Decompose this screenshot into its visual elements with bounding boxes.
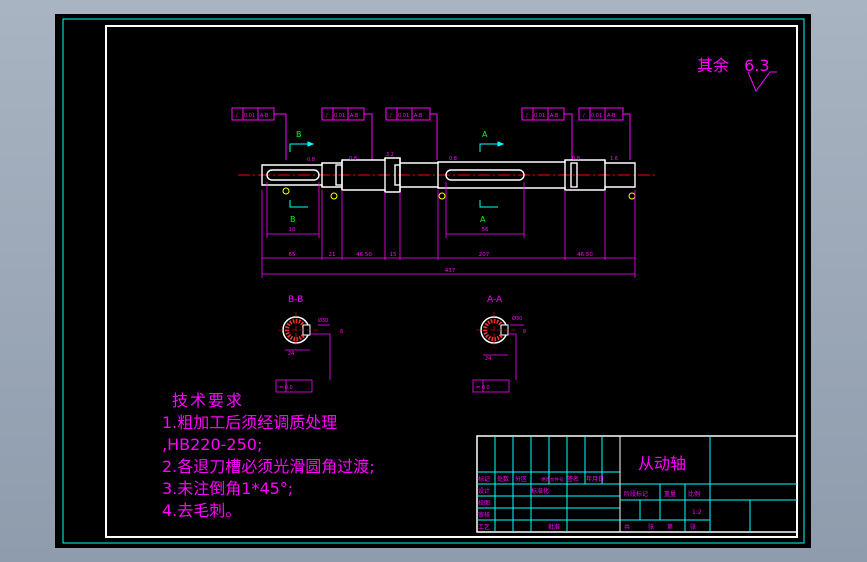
small-dims: 0.8 0.8 3.2 0.8 0.8 1.6 [307, 152, 618, 163]
tolerance-frames [231, 107, 631, 160]
section-view-b: B-B 24 8 Ø30 = 0.0 [275, 295, 343, 393]
tolerance-text: / 0.01 A-B / 0.01 A-B / 0.01 A-B / 0.01 … [236, 113, 616, 119]
title-block-text: 标记 处数 分区 更改文件号 签名 年月日 设计 校图 审核 工艺 标准化 批准… [478, 475, 702, 531]
section-frame: = 0.0 [279, 385, 293, 391]
small-dim: 1.6 [610, 156, 618, 162]
tol-datum: A-B [414, 113, 423, 119]
dimension-lines [261, 182, 636, 278]
notes-heading: 技术要求 [172, 391, 245, 410]
tb-row1-0: 标记 [478, 475, 490, 483]
dim-seg-2: 21 [329, 252, 336, 258]
section-dim-dia: Ø30 [512, 315, 522, 322]
tol-datum: A-B [260, 113, 269, 119]
tb-sheet-no: 第 [667, 523, 673, 531]
tb-row1-2: 分区 [515, 475, 527, 483]
section-mark-a-top: A [482, 130, 488, 139]
part-name: 从动轴 [638, 454, 687, 473]
tol-symbol: / [236, 113, 238, 119]
title-block-grid [476, 435, 798, 533]
dimension-text: 10 56 65 21 46.50 15 207 46.50 437 [289, 227, 594, 274]
section-mark-a-bottom: A [480, 215, 486, 224]
tol-symbol: / [583, 113, 585, 119]
section-dim-depth: 24 [485, 356, 491, 362]
small-dim: 0.8 [572, 156, 580, 162]
note-item: 4.去毛刺。 [162, 501, 242, 520]
tb-label-check: 校图 [478, 499, 490, 507]
tol-symbol: / [526, 113, 528, 119]
small-dim: 0.8 [449, 156, 457, 162]
datum-markers [282, 187, 636, 200]
dim-keyway-a: 56 [482, 227, 489, 233]
section-dim-depth: 24 [288, 351, 294, 357]
tol-value: 0.01 [244, 113, 255, 119]
tb-sheets-unit: 张 [648, 523, 654, 531]
section-mark-b-bottom: B [290, 215, 296, 224]
tol-value: 0.01 [534, 113, 545, 119]
shaft-outline [261, 157, 636, 193]
tb-label-process: 工艺 [478, 523, 490, 531]
section-mark-b-top: B [296, 130, 302, 139]
dim-seg-3: 46.50 [356, 252, 372, 258]
tb-stage: 阶段标记 [624, 490, 648, 498]
tb-label-review: 审核 [478, 511, 490, 519]
tol-datum: A-B [550, 113, 559, 119]
view-arrows [289, 141, 505, 208]
dim-seg-5: 207 [479, 252, 490, 258]
small-dim: 3.2 [386, 152, 394, 158]
tb-standard: 标准化 [531, 487, 549, 495]
tb-row1-1: 处数 [497, 475, 509, 483]
note-item: 1.粗加工后须经调质处理 [162, 413, 338, 432]
tb-row1-3: 更改文件号 [541, 476, 564, 483]
dim-total: 437 [445, 268, 456, 274]
tol-symbol: / [326, 113, 328, 119]
tb-weight: 重量 [664, 490, 676, 498]
dim-seg-4: 15 [390, 252, 397, 258]
tb-scale-value: 1:2 [692, 509, 702, 516]
tb-label-design: 设计 [478, 487, 490, 495]
tb-row1-5: 年月日 [586, 475, 604, 483]
section-dim-dia: Ø30 [318, 317, 328, 324]
outer-frame [62, 18, 805, 544]
section-marks: B B A A [290, 130, 488, 224]
tb-scale: 比例 [688, 490, 700, 498]
technical-requirements: 技术要求 1.粗加工后须经调质处理 ,HB220-250; 2.各退刀槽必须光滑… [106, 390, 375, 522]
section-dim-width: 8 [523, 329, 526, 335]
dim-seg-6: 46.50 [577, 252, 593, 258]
drawing-border [105, 25, 798, 538]
small-dim: 0.8 [349, 156, 357, 162]
tol-datum: A-B [350, 113, 359, 119]
cad-viewport[interactable] [55, 14, 811, 548]
tb-approve: 批准 [548, 523, 560, 531]
note-item: ,HB220-250; [162, 435, 263, 454]
roughness-label: 其余 [697, 56, 730, 75]
dim-seg-1: 65 [289, 252, 296, 258]
tol-value: 0.01 [591, 113, 602, 119]
section-frame: = 0.0 [476, 385, 490, 391]
section-title-a: A-A [487, 295, 503, 305]
tol-value: 0.01 [334, 113, 345, 119]
tb-row1-4: 签名 [567, 475, 579, 483]
note-item: 2.各退刀槽必须光滑圆角过渡; [162, 457, 375, 476]
roughness-value: 6.3 [744, 56, 770, 75]
roughness-note: 其余 6.3 [697, 52, 770, 76]
dim-keyway-b: 10 [289, 227, 296, 233]
tol-value: 0.01 [398, 113, 409, 119]
roughness-symbol [747, 71, 777, 93]
section-view-a: A-A 24 8 Ø30 = 0.0 [472, 295, 526, 393]
small-dim: 0.8 [307, 157, 315, 163]
section-dim-width: 8 [340, 329, 343, 335]
note-item: 3.未注倒角1*45°; [162, 479, 294, 498]
tb-sheets-total: 共 [624, 523, 630, 531]
tol-datum: A-B [607, 113, 616, 119]
tb-sheet-unit2: 张 [690, 523, 696, 531]
section-title-b: B-B [288, 295, 303, 305]
tol-symbol: / [390, 113, 392, 119]
